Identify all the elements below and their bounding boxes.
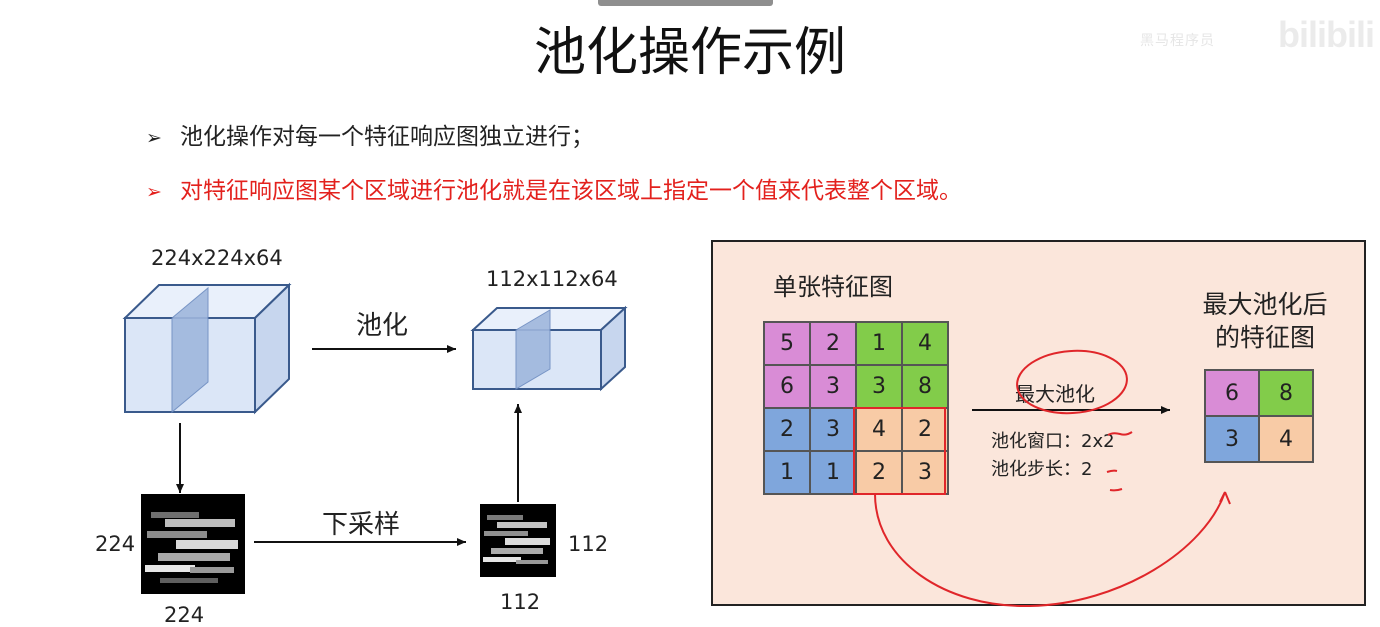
grid-cell: 1 xyxy=(810,451,856,494)
grid-cell: 8 xyxy=(1259,370,1313,416)
grid-cell: 3 xyxy=(856,365,902,408)
pool-window-row: 池化窗口：2x2 xyxy=(991,427,1115,453)
annotation-underline xyxy=(1107,431,1133,436)
grid-cell: 2 xyxy=(764,408,810,451)
bullet-item: ➢ 池化操作对每一个特征响应图独立进行； xyxy=(146,121,594,154)
input-feature-map-image xyxy=(141,494,245,594)
grid-cell: 5 xyxy=(764,322,810,365)
annotation-underline xyxy=(1106,469,1118,473)
grid-cell: 3 xyxy=(902,451,948,494)
grid-cell: 2 xyxy=(856,451,902,494)
panel-overlay xyxy=(874,349,1231,608)
bullet-text: 对特征响应图某个区域进行池化就是在该区域上指定一个值来代表整个区域。 xyxy=(180,178,962,204)
grid-cell: 8 xyxy=(902,365,948,408)
arrow-bullet-icon: ➢ xyxy=(146,181,162,203)
bilibili-logo: bilibili xyxy=(1278,14,1375,55)
feature-map-grid: 5 2 1 4 6 3 3 8 2 3 4 2 1 1 2 3 xyxy=(763,321,949,495)
output-size-label: 112x112x64 xyxy=(486,267,618,291)
pooled-caption-line: 的特征图 xyxy=(1214,323,1315,352)
grid-cell: 6 xyxy=(764,365,810,408)
single-feature-map-label: 单张特征图 xyxy=(773,273,893,301)
grid-cell: 4 xyxy=(902,322,948,365)
pooled-feature-map-grid: 6 8 3 4 xyxy=(1204,369,1314,463)
grid-cell: 4 xyxy=(856,408,902,451)
pooling-window-highlight xyxy=(853,407,946,495)
watermark: 黑马程序员 bilibili xyxy=(1140,6,1380,66)
pool-window-label: 池化窗口： xyxy=(991,431,1081,452)
grid-cell: 3 xyxy=(810,365,856,408)
input-volume-cube xyxy=(122,282,292,415)
feature-slice xyxy=(515,309,551,390)
window-tab-handle[interactable] xyxy=(598,0,773,6)
pool-window-value: 2x2 xyxy=(1081,431,1115,452)
grid-cell: 1 xyxy=(856,322,902,365)
watermark-handle: 黑马程序员 xyxy=(1140,33,1215,49)
output-feature-map-image xyxy=(480,504,556,577)
pool-stride-label: 池化步长： xyxy=(991,459,1081,480)
pool-label: 池化 xyxy=(356,311,409,341)
pool-stride-row: 池化步长：2 xyxy=(991,455,1092,481)
grid-cell: 2 xyxy=(810,322,856,365)
slide-title: 池化操作示例 xyxy=(533,23,846,83)
grid-cell: 1 xyxy=(764,451,810,494)
grid-cell: 2 xyxy=(902,408,948,451)
arrow-bullet-icon: ➢ xyxy=(146,127,162,149)
grid-cell: 3 xyxy=(810,408,856,451)
bullet-text: 池化操作对每一个特征响应图独立进行； xyxy=(180,124,594,150)
grid-cell: 6 xyxy=(1205,370,1259,416)
output-width-label: 112 xyxy=(500,590,541,614)
annotation-underline xyxy=(1109,488,1123,492)
pooled-caption-line: 最大池化后 xyxy=(1202,290,1328,319)
grid-cell: 3 xyxy=(1205,416,1259,462)
input-size-label: 224x224x64 xyxy=(151,246,283,270)
output-height-label: 112 xyxy=(568,532,609,556)
annotation-curve-arrow xyxy=(874,491,1231,608)
feature-slice xyxy=(171,286,209,414)
input-height-label: 224 xyxy=(95,532,136,556)
output-volume-cube xyxy=(470,305,628,392)
grid-cell: 4 xyxy=(1259,416,1313,462)
annotation-circle xyxy=(1016,349,1128,415)
downsample-label: 下采样 xyxy=(322,510,401,540)
pool-stride-value: 2 xyxy=(1081,459,1093,480)
pooled-map-caption: 最大池化后 的特征图 xyxy=(1180,288,1350,354)
bullet-item-highlight: ➢ 对特征响应图某个区域进行池化就是在该区域上指定一个值来代表整个区域。 xyxy=(146,175,962,208)
pooling-diagram xyxy=(122,282,628,594)
